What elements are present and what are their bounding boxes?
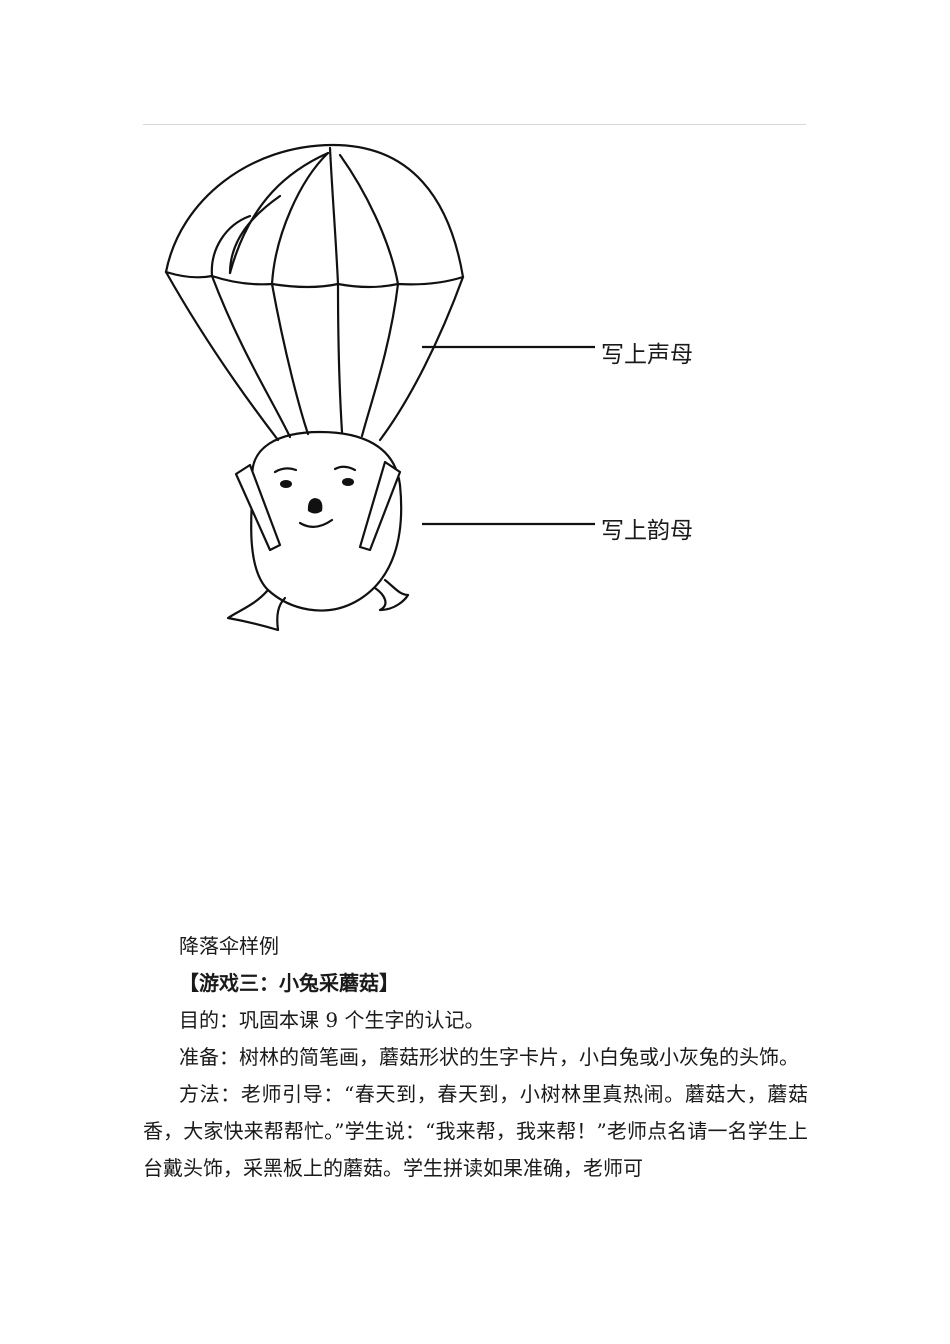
character-body xyxy=(250,430,403,612)
game-title: 【游戏三：小兔采蘑菇】 xyxy=(179,971,399,995)
canopy-seam xyxy=(338,153,400,286)
body-text: 降落伞样例 【游戏三：小兔采蘑菇】 目的：巩固本课 9 个生字的认记。 准备：树… xyxy=(143,928,808,1187)
canopy-seam xyxy=(328,146,340,286)
purpose-paragraph: 目的：巩固本课 9 个生字的认记。 xyxy=(179,1008,485,1032)
lower-callout-label: 写上韵母 xyxy=(601,518,693,544)
method-paragraph: 方法：老师引导：“春天到，春天到，小树林里真热闹。蘑菇大，蘑菇香，大家快来帮帮忙… xyxy=(143,1082,808,1180)
canopy-seam xyxy=(270,151,330,286)
right-eye xyxy=(342,478,354,486)
canopy-seam xyxy=(228,151,330,275)
parachute-figure xyxy=(150,140,750,640)
suspension-line xyxy=(164,270,280,442)
suspension-line xyxy=(378,275,465,442)
nose xyxy=(307,498,323,514)
parachute-drawing xyxy=(164,143,595,632)
suspension-line xyxy=(210,274,292,439)
left-eyebrow xyxy=(273,467,298,474)
preparation-paragraph: 准备：树林的简笔画，蘑菇形状的生字卡片，小白兔或小灰兔的头饰。 xyxy=(179,1045,799,1069)
header-rule xyxy=(143,124,806,125)
suspension-line xyxy=(270,282,310,436)
left-flap xyxy=(226,588,287,632)
right-strap xyxy=(358,460,402,552)
canopy-edge xyxy=(164,270,465,289)
suspension-line xyxy=(360,282,400,438)
upper-callout-label: 写上声母 xyxy=(601,342,693,368)
right-leg xyxy=(373,578,410,612)
canopy-dome xyxy=(164,143,465,279)
canopy-seam xyxy=(210,214,252,278)
left-strap xyxy=(234,463,282,552)
right-eyebrow xyxy=(333,465,357,472)
suspension-line xyxy=(336,282,344,434)
mouth xyxy=(298,518,334,528)
figure-caption: 降落伞样例 xyxy=(179,934,279,958)
canopy-seam xyxy=(228,194,282,275)
left-eye xyxy=(280,480,292,488)
